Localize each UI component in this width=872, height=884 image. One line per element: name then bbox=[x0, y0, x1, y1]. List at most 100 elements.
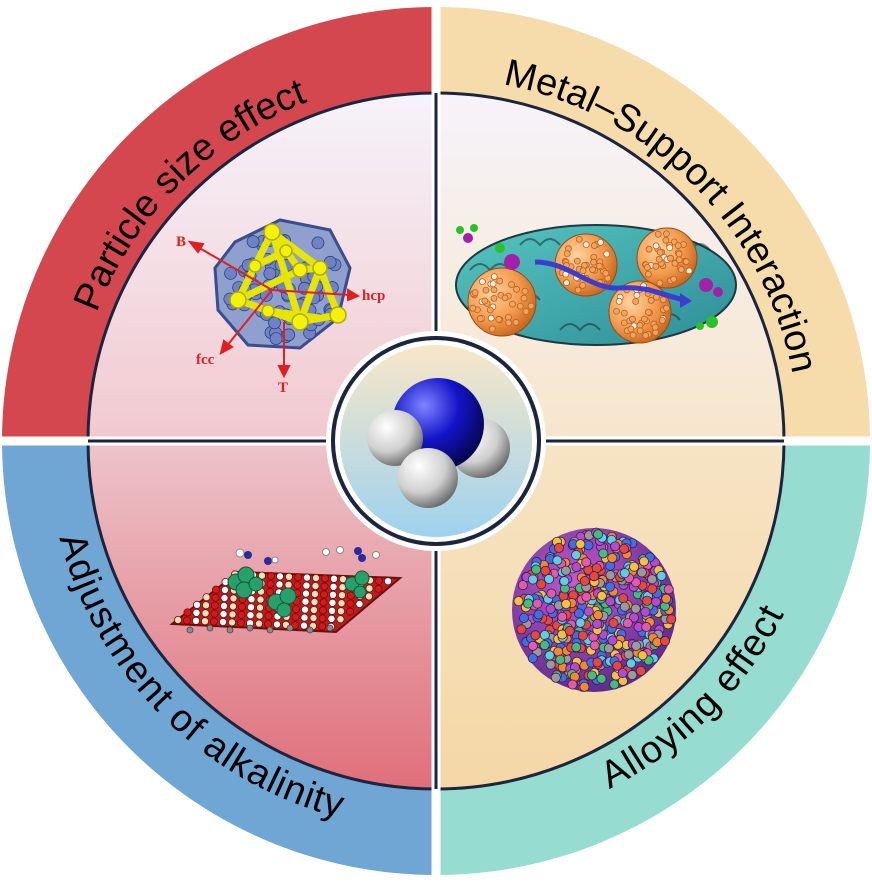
atom bbox=[301, 589, 310, 598]
atom bbox=[613, 307, 620, 315]
atom bbox=[619, 601, 630, 612]
atom bbox=[663, 230, 670, 238]
atom bbox=[627, 325, 635, 333]
atom bbox=[328, 590, 337, 599]
atom bbox=[505, 313, 512, 321]
atom bbox=[661, 593, 672, 604]
atom bbox=[581, 557, 592, 568]
atom bbox=[275, 580, 284, 589]
atom bbox=[489, 280, 497, 288]
atom bbox=[346, 591, 355, 600]
atom bbox=[652, 242, 660, 250]
atom bbox=[643, 264, 651, 271]
atom bbox=[226, 626, 234, 634]
atom bbox=[265, 588, 274, 597]
atom bbox=[633, 291, 641, 299]
atom bbox=[255, 611, 264, 620]
atom bbox=[302, 573, 311, 582]
atom bbox=[263, 267, 277, 281]
atom bbox=[291, 613, 300, 622]
atom bbox=[530, 630, 541, 641]
atom bbox=[560, 565, 571, 576]
atom bbox=[300, 613, 309, 622]
atom bbox=[522, 308, 530, 315]
atom bbox=[309, 614, 318, 623]
nanoparticle-surface-atoms bbox=[469, 230, 693, 339]
atom bbox=[586, 670, 597, 681]
atom bbox=[647, 574, 658, 585]
atom bbox=[593, 529, 604, 540]
atom bbox=[319, 598, 328, 607]
atom bbox=[579, 267, 587, 275]
atom bbox=[481, 297, 489, 305]
atom bbox=[192, 600, 201, 609]
atom bbox=[607, 552, 618, 563]
atom bbox=[209, 617, 218, 626]
atom bbox=[590, 242, 598, 249]
atom bbox=[211, 593, 220, 602]
atom bbox=[662, 236, 670, 244]
atom bbox=[583, 606, 594, 617]
atom bbox=[546, 588, 557, 599]
atom bbox=[202, 593, 211, 602]
atom bbox=[476, 315, 484, 323]
atom bbox=[592, 657, 603, 668]
atom bbox=[257, 571, 266, 580]
atom bbox=[635, 665, 646, 676]
atom bbox=[364, 592, 373, 601]
atom bbox=[645, 245, 653, 253]
atom bbox=[654, 230, 662, 238]
atom bbox=[268, 316, 281, 330]
desorbing-molecules bbox=[235, 546, 380, 565]
atom bbox=[218, 618, 227, 627]
atom bbox=[667, 254, 674, 262]
atom bbox=[575, 235, 583, 243]
atom bbox=[210, 601, 219, 610]
atom bbox=[660, 636, 671, 647]
atom bbox=[220, 586, 229, 595]
atom bbox=[328, 598, 337, 607]
atom bbox=[620, 319, 628, 327]
atom bbox=[617, 668, 628, 679]
atom bbox=[310, 590, 319, 599]
atom bbox=[246, 624, 254, 632]
atom bbox=[589, 571, 600, 582]
atom bbox=[671, 259, 679, 267]
atom bbox=[632, 298, 640, 305]
atom bbox=[508, 281, 515, 288]
electron-transfer-arrowhead bbox=[680, 293, 692, 308]
atom bbox=[674, 242, 682, 250]
atom bbox=[272, 620, 281, 629]
atom bbox=[675, 256, 683, 264]
metal-support-illustration bbox=[455, 224, 737, 346]
atom bbox=[552, 555, 563, 566]
atom bbox=[555, 654, 566, 665]
atom bbox=[264, 612, 273, 621]
atom bbox=[523, 598, 534, 609]
atom bbox=[471, 289, 479, 297]
atom bbox=[656, 248, 664, 256]
atom bbox=[337, 599, 346, 608]
atom bbox=[626, 658, 637, 669]
atom bbox=[608, 618, 619, 629]
atom bbox=[603, 250, 611, 258]
atom bbox=[677, 266, 685, 273]
atom bbox=[513, 285, 520, 293]
atom bbox=[651, 323, 659, 331]
atom bbox=[655, 255, 663, 263]
atom bbox=[658, 317, 666, 324]
atom bbox=[228, 602, 237, 611]
atom bbox=[336, 615, 345, 624]
atom bbox=[636, 327, 644, 335]
atom bbox=[210, 609, 219, 618]
atom bbox=[575, 617, 586, 628]
atom bbox=[374, 584, 383, 593]
atom bbox=[329, 582, 338, 591]
atom bbox=[605, 581, 616, 592]
atom bbox=[656, 570, 667, 581]
axis-label-hcp: hcp bbox=[362, 288, 385, 304]
atom bbox=[383, 577, 392, 586]
atom bbox=[593, 610, 604, 621]
atom bbox=[651, 596, 662, 607]
atom bbox=[320, 582, 329, 591]
